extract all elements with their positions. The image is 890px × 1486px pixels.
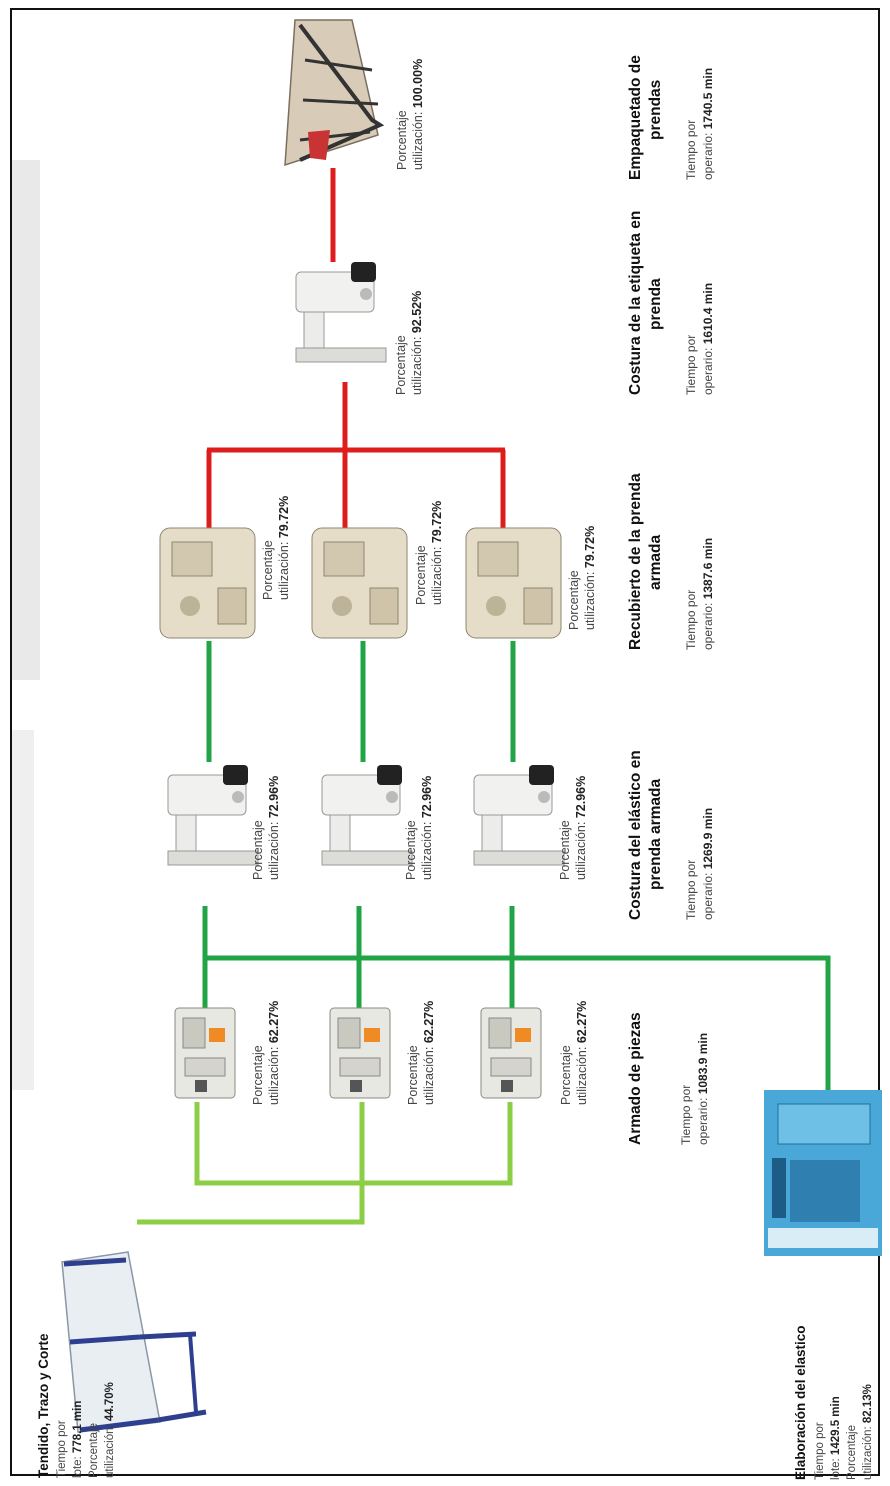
svg-text:Tiempo por: Tiempo por [684, 335, 698, 395]
svg-text:armada: armada [647, 534, 664, 590]
svg-text:utilización: 100.00%: utilización: 100.00% [411, 59, 425, 170]
svg-text:Porcentaje: Porcentaje [251, 820, 265, 880]
label-costura-elastico-util-2: Porcentaje utilización: 72.96% [404, 776, 434, 880]
svg-text:prenda armada: prenda armada [647, 778, 664, 890]
svg-text:Armado de piezas: Armado de piezas [627, 1012, 644, 1145]
svg-text:Porcentaje: Porcentaje [261, 540, 275, 600]
stage-armado: Armado de piezas Tiempo por operario: 10… [627, 1012, 710, 1145]
svg-text:utilización: 62.27%: utilización: 62.27% [422, 1001, 436, 1105]
svg-text:Tiempo por: Tiempo por [684, 120, 698, 180]
label-recubierto-util-2: Porcentaje utilización: 79.72% [414, 501, 444, 605]
svg-text:lote: 778.1 min: lote: 778.1 min [72, 1401, 84, 1478]
sewing-machine-icon [167, 764, 565, 866]
svg-text:Porcentaje: Porcentaje [558, 820, 572, 880]
stage-recubierto: Recubierto de la prenda armada Tiempo po… [627, 473, 715, 650]
stage-elastico: Elaboración del elastico Tiempo por lote… [793, 1325, 874, 1480]
svg-text:Costura del elástico en: Costura del elástico en [627, 750, 644, 920]
label-etiqueta-util: Porcentaje utilización: 92.52% [394, 291, 424, 395]
cutting-table-icon [61, 1251, 207, 1433]
coverstitch-machine-icon [159, 527, 562, 639]
svg-text:lote: 1429.5 min: lote: 1429.5 min [830, 1396, 842, 1480]
svg-text:utilización: 72.96%: utilización: 72.96% [420, 776, 434, 880]
svg-text:Porcentaje: Porcentaje [404, 820, 418, 880]
svg-text:Tiempo por: Tiempo por [679, 1085, 693, 1145]
label-recubierto-util-1: Porcentaje utilización: 79.72% [261, 496, 291, 600]
svg-text:utilización: 79.72%: utilización: 79.72% [583, 526, 597, 630]
svg-text:Porcentaje: Porcentaje [251, 1045, 265, 1105]
label-armado-util-1: Porcentaje utilización: 62.27% [251, 1001, 281, 1105]
svg-text:Empaquetado de: Empaquetado de [627, 55, 644, 180]
svg-text:Porcentaje: Porcentaje [406, 1045, 420, 1105]
stage-tendido: Tendido, Trazo y Corte Tiempo por lote: … [36, 1333, 116, 1478]
svg-text:utilización: 72.96%: utilización: 72.96% [574, 776, 588, 880]
stage-etiqueta: Costura de la etiqueta en prenda Tiempo … [627, 211, 715, 395]
overlock-machine-icon [174, 1007, 542, 1099]
packing-table-icon [284, 19, 385, 167]
label-costura-elastico-util-3: Porcentaje utilización: 72.96% [558, 776, 588, 880]
watermark-shape [12, 730, 34, 1090]
svg-text:utilización: 82.13%: utilización: 82.13% [862, 1384, 874, 1480]
packing-util-label: Porcentaje utilización: 100.00% [395, 59, 425, 170]
svg-text:Costura de la etiqueta en: Costura de la etiqueta en [627, 211, 644, 395]
label-costura-elastico-util-1: Porcentaje utilización: 72.96% [251, 776, 281, 880]
flow-connectors [137, 168, 831, 1225]
svg-text:utilización: 62.27%: utilización: 62.27% [267, 1001, 281, 1105]
svg-text:Porcentaje: Porcentaje [414, 545, 428, 605]
svg-text:Recubierto de la prenda: Recubierto de la prenda [627, 473, 644, 650]
svg-text:utilización: 44.70%: utilización: 44.70% [104, 1382, 116, 1478]
svg-text:utilización: 92.52%: utilización: 92.52% [410, 291, 424, 395]
svg-text:Porcentaje: Porcentaje [567, 570, 581, 630]
elastic-machine-icon [764, 1090, 882, 1256]
svg-text:Elaboración del elastico: Elaboración del elastico [793, 1325, 808, 1480]
svg-text:Tiempo por: Tiempo por [684, 860, 698, 920]
connector-light-green [137, 1102, 365, 1225]
stage-empaquetado: Empaquetado de prendas Tiempo por operar… [627, 55, 715, 180]
svg-text:operario: 1083.9 min: operario: 1083.9 min [696, 1033, 710, 1145]
diagram-frame [10, 8, 880, 1476]
connector-light-green [194, 1102, 513, 1186]
svg-text:operario: 1269.9 min: operario: 1269.9 min [701, 808, 715, 920]
svg-text:utilización: 72.96%: utilización: 72.96% [267, 776, 281, 880]
stage-costura-elastico: Costura del elástico en prenda armada Ti… [627, 750, 715, 920]
svg-text:operario: 1387.6 min: operario: 1387.6 min [701, 538, 715, 650]
svg-text:Tiempo por: Tiempo por [814, 1422, 826, 1480]
svg-text:Tendido, Trazo y Corte: Tendido, Trazo y Corte [36, 1333, 51, 1478]
connector-green [205, 955, 831, 1120]
svg-text:Porcentaje: Porcentaje [846, 1425, 858, 1480]
svg-text:Tiempo por: Tiempo por [684, 590, 698, 650]
svg-text:prenda: prenda [647, 278, 664, 330]
svg-text:operario: 1610.4 min: operario: 1610.4 min [701, 283, 715, 395]
svg-text:utilización: 79.72%: utilización: 79.72% [430, 501, 444, 605]
label-recubierto-util-3: Porcentaje utilización: 79.72% [567, 526, 597, 630]
svg-text:prendas: prendas [647, 80, 664, 140]
svg-text:operario: 1740.5 min: operario: 1740.5 min [701, 68, 715, 180]
svg-text:Tiempo por: Tiempo por [56, 1420, 68, 1478]
svg-text:utilización: 79.72%: utilización: 79.72% [277, 496, 291, 600]
svg-text:Porcentaje: Porcentaje [394, 335, 408, 395]
sewing-machine-icon [295, 261, 387, 363]
label-armado-util-3: Porcentaje utilización: 62.27% [559, 1001, 589, 1105]
svg-text:utilización: 62.27%: utilización: 62.27% [575, 1001, 589, 1105]
svg-text:Porcentaje: Porcentaje [559, 1045, 573, 1105]
svg-text:Porcentaje: Porcentaje [88, 1423, 100, 1478]
svg-text:Porcentaje: Porcentaje [395, 110, 409, 170]
label-armado-util-2: Porcentaje utilización: 62.27% [406, 1001, 436, 1105]
watermark-shape [12, 160, 40, 680]
